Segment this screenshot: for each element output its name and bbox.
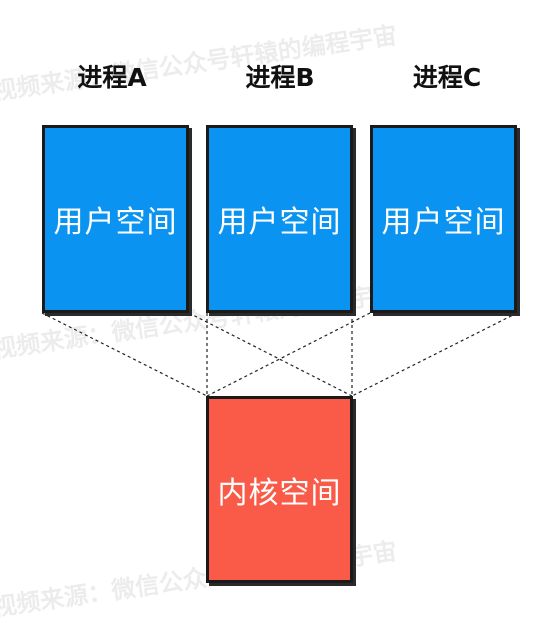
user-space-label: 用户空间 [217, 205, 342, 240]
process-b-label: 进程B [245, 63, 315, 92]
kernel-space-box: 内核空间 [206, 396, 353, 583]
mapping-line [351, 312, 518, 397]
user-space-label: 用户空间 [53, 205, 178, 240]
kernel-space-label: 内核空间 [217, 475, 342, 511]
process-c-label: 进程C [412, 63, 482, 92]
user-space-box-a: 用户空间 [42, 125, 189, 313]
user-space-box-b: 用户空间 [206, 125, 353, 313]
user-space-box-c: 用户空间 [370, 125, 517, 313]
mapping-line [206, 312, 371, 397]
mapping-line [188, 312, 353, 397]
mapping-line [41, 312, 208, 397]
user-space-label: 用户空间 [381, 205, 506, 240]
process-a-label: 进程A [77, 63, 147, 92]
